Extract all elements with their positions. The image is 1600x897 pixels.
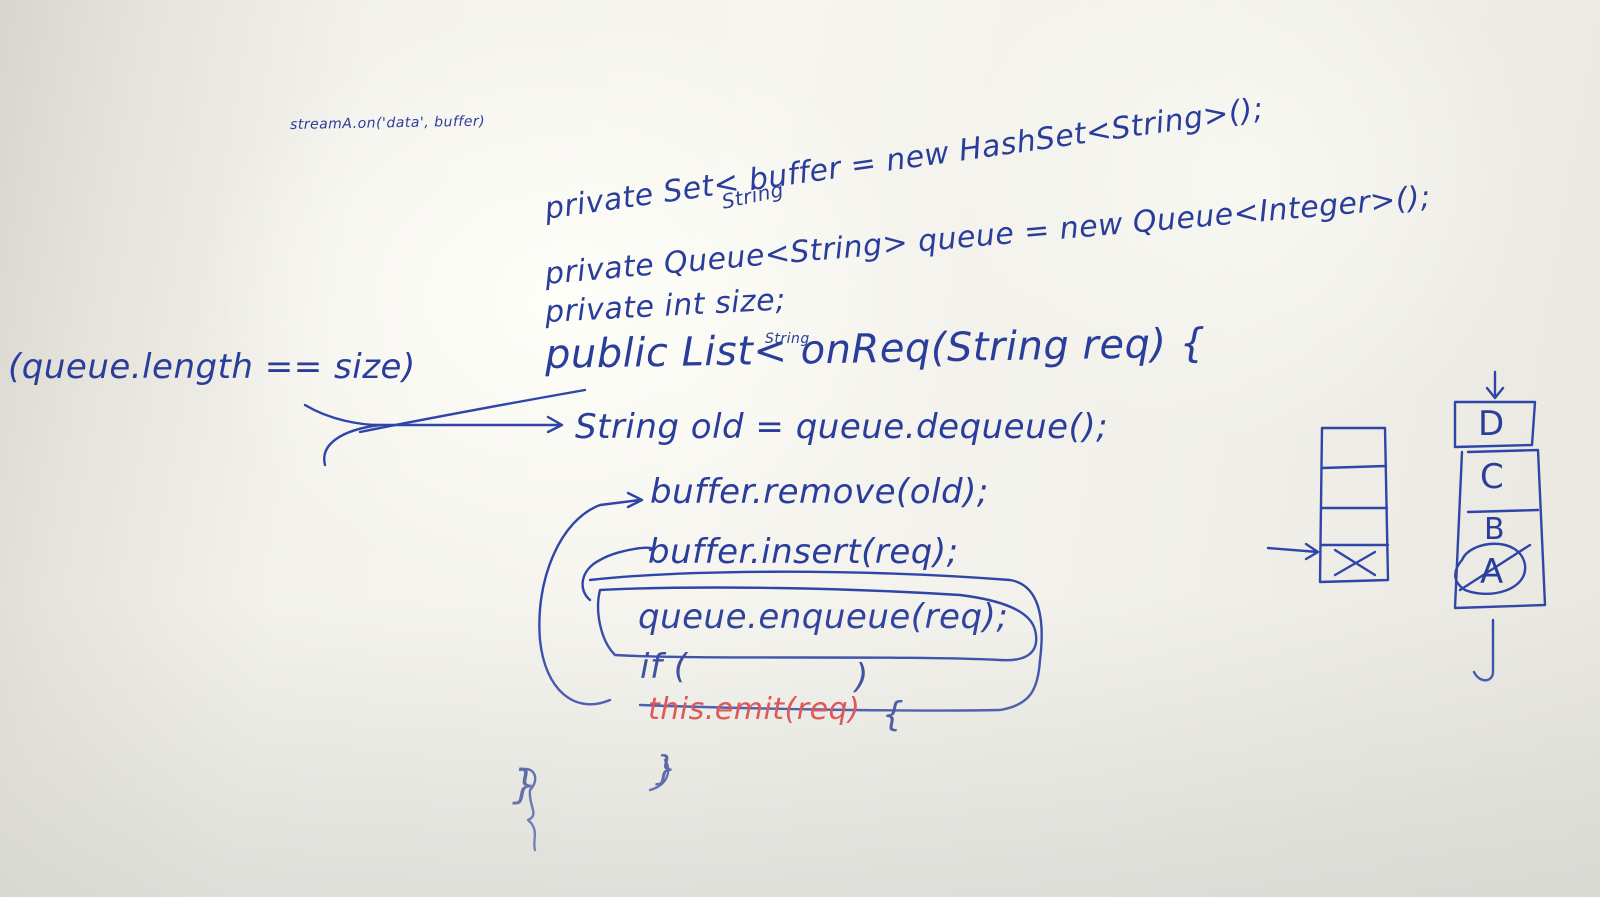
if-line: if ( xyxy=(640,647,688,687)
insert-line: buffer.insert(req); xyxy=(648,532,959,572)
queue-stack xyxy=(1318,426,1390,584)
right-stack-bottom-arrow xyxy=(1472,618,1495,682)
loop-arrow xyxy=(538,491,644,706)
queue-stack-x xyxy=(1333,548,1377,577)
stack-label-c: C xyxy=(1480,457,1505,497)
list-generic-annotation: String xyxy=(765,331,810,347)
queue-stack-arrow xyxy=(1266,542,1320,561)
emit-line: this.emit(req) xyxy=(648,692,861,727)
inner-brace xyxy=(648,758,670,792)
stack-label-d: D xyxy=(1478,404,1505,444)
remove-line: buffer.remove(old); xyxy=(650,472,989,512)
if-close: ) xyxy=(855,657,869,697)
enqueue-bracket-2 xyxy=(588,570,1043,712)
if-brace: { xyxy=(882,695,905,735)
enqueue-bracket xyxy=(596,586,1038,662)
enqueue-line: queue.enqueue(req); xyxy=(638,597,1009,637)
right-stack xyxy=(1453,400,1547,610)
condition-line: (queue.length == size) xyxy=(8,347,416,387)
outer-brace xyxy=(518,767,537,852)
outer-close-brace: } xyxy=(512,762,538,808)
stack-label-a: A xyxy=(1480,552,1504,592)
inner-close-brace: } xyxy=(655,749,678,789)
loop-arrow-2 xyxy=(581,546,653,602)
method-line: public List< onReq(String req) { xyxy=(544,320,1207,378)
right-stack-top-arrow xyxy=(1485,370,1505,400)
stack-label-b: B xyxy=(1484,512,1506,547)
right-stack-circle xyxy=(1454,542,1527,595)
dequeue-line: String old = queue.dequeue(); xyxy=(575,407,1109,447)
stream-line: streamA.on('data', buffer) xyxy=(289,113,486,133)
right-stack-strike xyxy=(1458,543,1532,592)
condition-swoop xyxy=(323,388,587,467)
